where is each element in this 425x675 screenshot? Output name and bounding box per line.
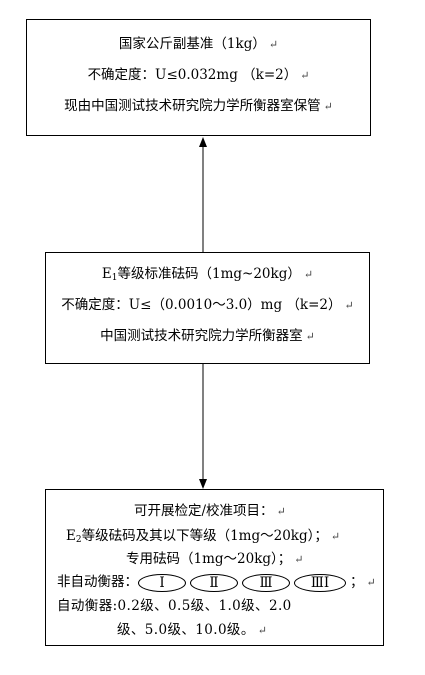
- paragraph-mark-icon: ↵: [303, 268, 314, 281]
- primary-custodian: 现由中国测试技术研究院力学所衡器室保管: [64, 98, 321, 114]
- box2-line3: 中国测试技术研究院力学所衡器室↵: [46, 327, 369, 346]
- paragraph-mark-icon: ↵: [305, 330, 315, 343]
- paragraph-mark-icon: ↵: [276, 505, 286, 518]
- services-box: 可开展检定/校准项目：↵ E2等级砝码及其以下等级（1mg～20kg）；↵ 专用…: [45, 489, 384, 646]
- e1-lab: 中国测试技术研究院力学所衡器室: [100, 328, 303, 344]
- e2-letter: E: [66, 528, 76, 544]
- services-heading: 可开展检定/校准项目：: [134, 503, 274, 519]
- box1-line1: 国家公斤副基准（1kg）↵: [27, 35, 370, 54]
- primary-standard-box: 国家公斤副基准（1kg）↵ 不确定度：U≤0.032mg （k=2）↵ 现由中国…: [26, 19, 371, 136]
- e2-weights-item: 等级砝码及其以下等级（1mg～20kg）；: [81, 528, 328, 544]
- e2-subscript: 2: [75, 535, 82, 545]
- non-automatic-end: ；: [350, 574, 364, 590]
- paragraph-mark-icon: ↵: [300, 69, 310, 82]
- non-automatic-label: 非自动衡器：: [57, 574, 138, 590]
- paragraph-mark-icon: ↵: [366, 576, 376, 589]
- box1-line2: 不确定度：U≤0.032mg （k=2）↵: [27, 66, 370, 85]
- paragraph-mark-icon: ↵: [323, 100, 333, 113]
- primary-standard-title: 国家公斤副基准（1kg）: [118, 36, 266, 52]
- e1-title: 等级标准砝码（1mg~20kg）: [117, 266, 301, 282]
- box3-line6: 级、5.0级、10.0级。↵: [117, 621, 267, 640]
- class-iiii-oval: ⅢⅠ: [294, 573, 346, 592]
- primary-uncertainty: 不确定度：U≤0.032mg （k=2）: [87, 67, 298, 83]
- paragraph-mark-icon: ↵: [268, 38, 279, 51]
- box2-line2: 不确定度：U≤（0.0010～3.0）mg （k=2）↵: [46, 296, 369, 315]
- automatic-scales-item: 自动衡器:0.2级、0.5级、1.0级、2.0: [57, 598, 292, 614]
- arrowhead-up: [199, 137, 207, 147]
- automatic-scales-continued: 级、5.0级、10.0级。: [117, 622, 255, 638]
- paragraph-mark-icon: ↵: [257, 624, 268, 637]
- e1-letter: E: [101, 266, 112, 282]
- special-weights-item: 专用砝码（1mg～20kg）；: [126, 551, 292, 567]
- box2-line1: E1等级标准砝码（1mg~20kg）↵: [46, 265, 369, 287]
- paragraph-mark-icon: ↵: [330, 530, 341, 543]
- class-i-oval: Ⅰ: [138, 573, 186, 592]
- e1-uncertainty: 不确定度：U≤（0.0010～3.0）mg （k=2）: [61, 297, 342, 313]
- box3-line2: E2等级砝码及其以下等级（1mg～20kg）；↵: [66, 527, 340, 549]
- paragraph-mark-icon: ↵: [344, 299, 354, 312]
- box3-line3: 专用砝码（1mg～20kg）；↵: [126, 550, 304, 569]
- arrowhead-down: [199, 479, 207, 489]
- box3-line1: 可开展检定/校准项目：↵: [134, 502, 286, 521]
- paragraph-mark-icon: ↵: [294, 553, 304, 566]
- e1-subscript: 1: [111, 273, 118, 283]
- e1-standard-box: E1等级标准砝码（1mg~20kg）↵ 不确定度：U≤（0.0010～3.0）m…: [45, 252, 370, 364]
- box1-line3: 现由中国测试技术研究院力学所衡器室保管↵: [27, 97, 370, 116]
- class-ii-oval: Ⅱ: [190, 573, 238, 592]
- box3-line5: 自动衡器:0.2级、0.5级、1.0级、2.0: [57, 597, 292, 615]
- class-iii-oval: Ⅲ: [242, 573, 290, 592]
